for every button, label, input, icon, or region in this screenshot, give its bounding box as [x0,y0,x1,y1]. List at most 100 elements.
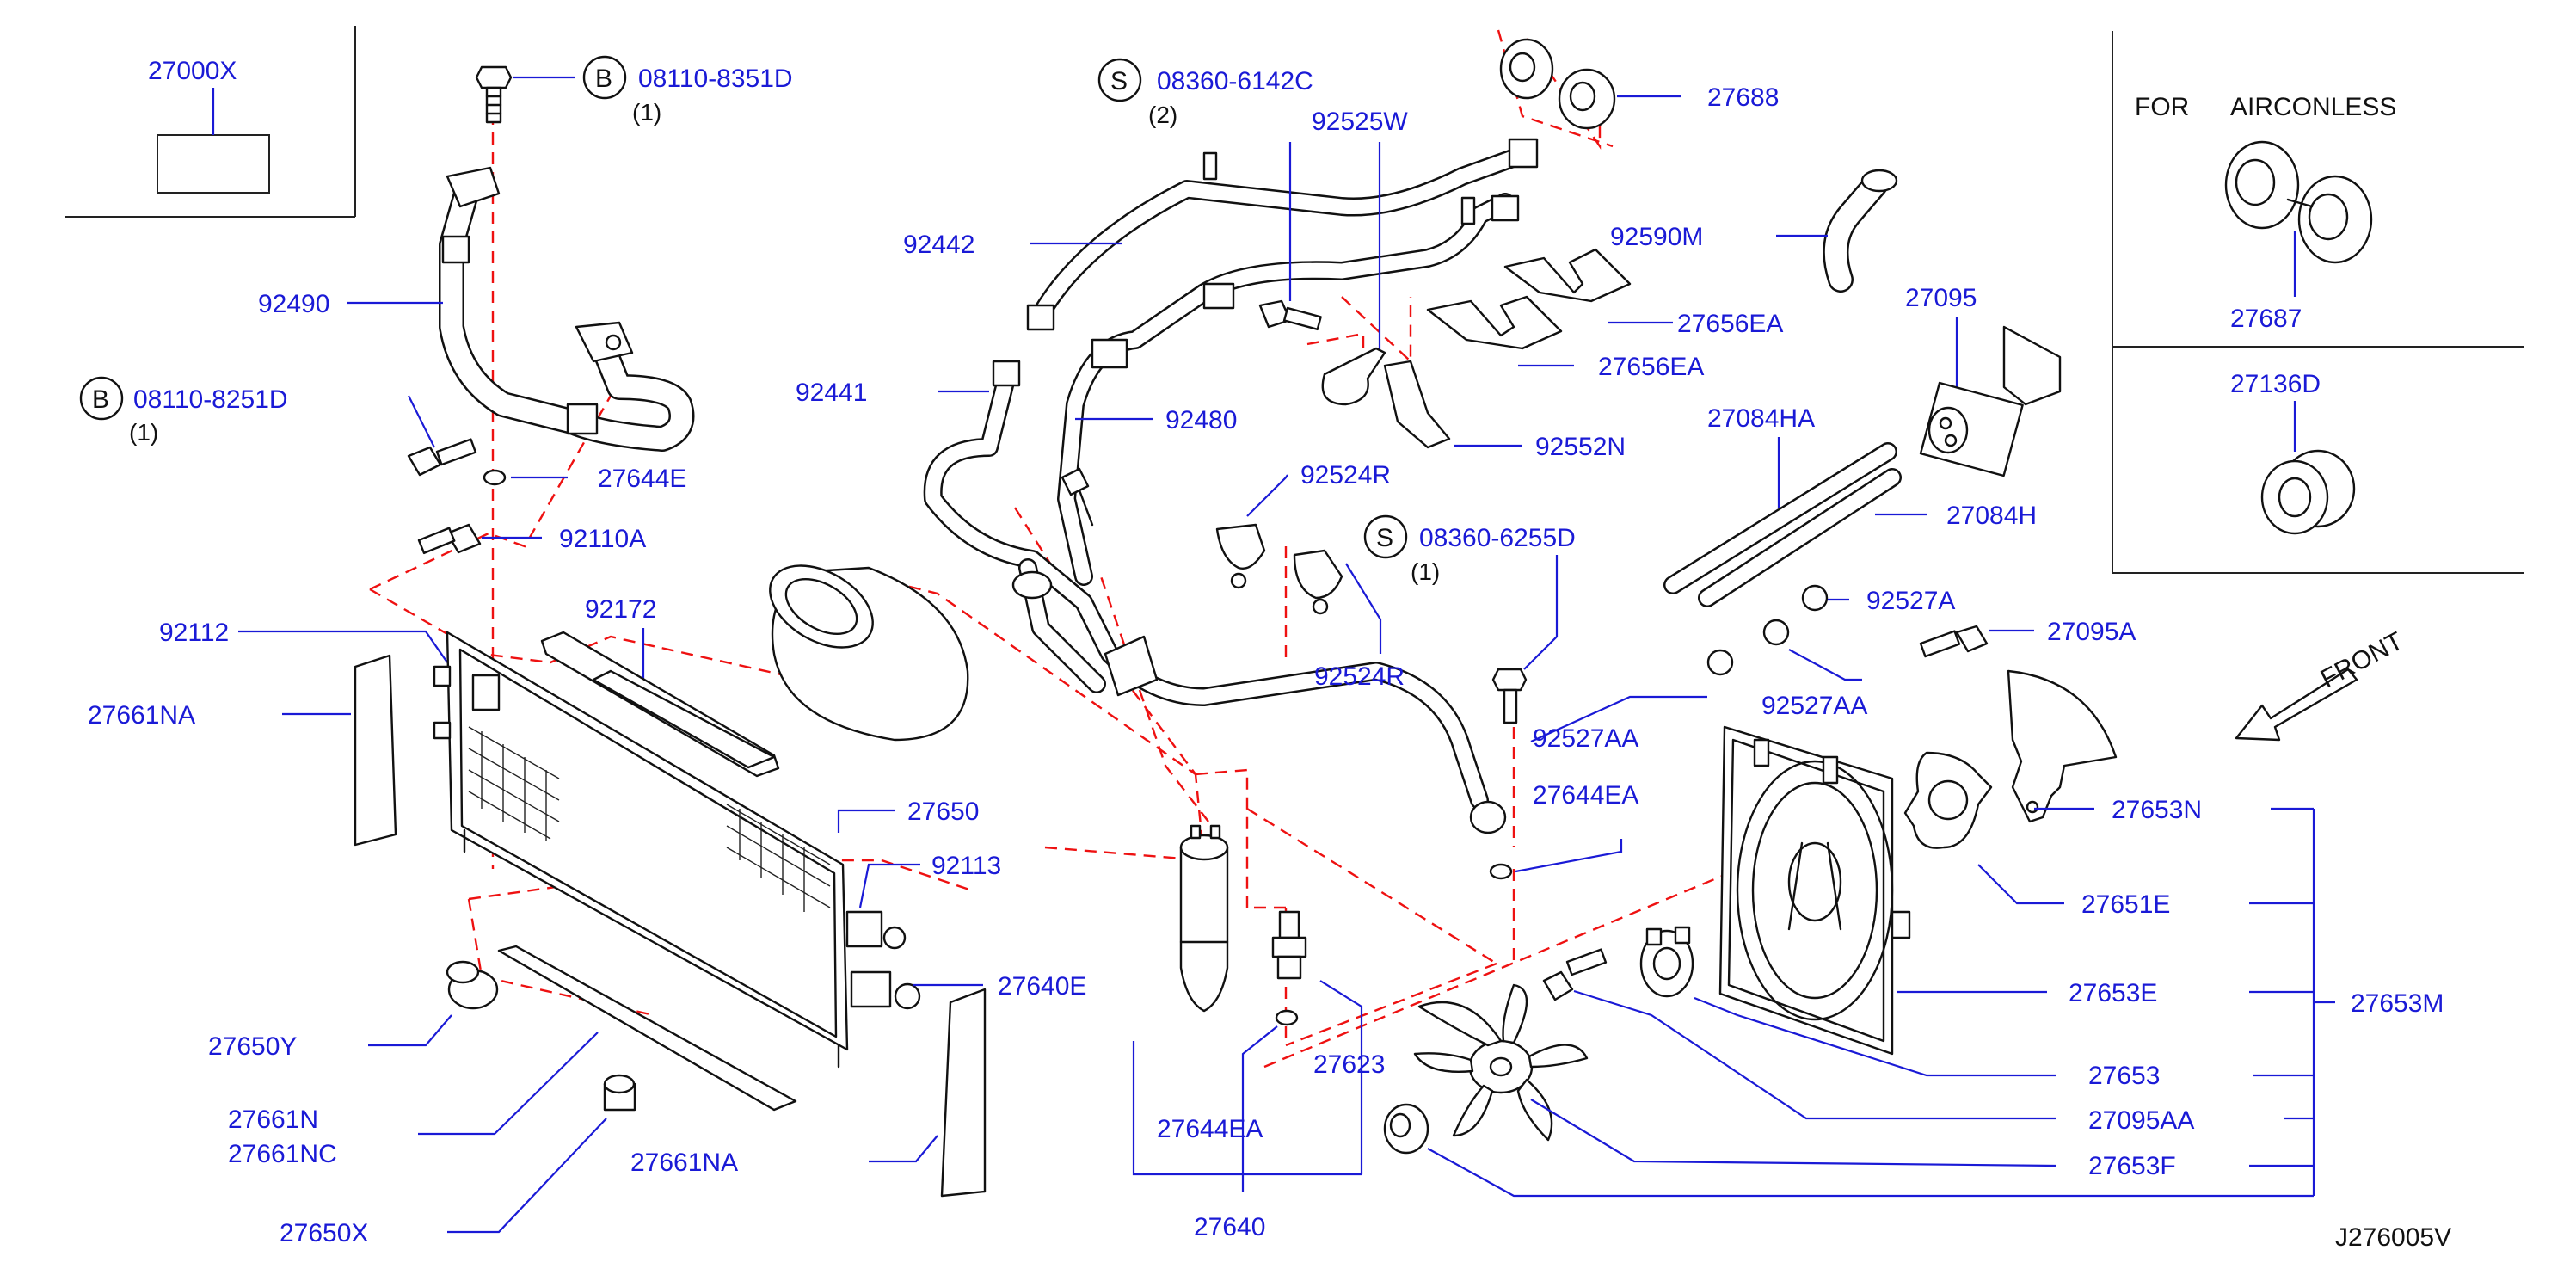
front-label: FRONT [2316,627,2408,694]
airconless-inset: FOR AIRCONLESS 27687 27136D [2112,31,2524,574]
label-92552N: 92552N [1535,433,1626,461]
label-08110-8351D: 08110-8351D [638,65,793,93]
pipe-lower-drawing [1011,467,1159,697]
label-08110-8251D: 08110-8251D [133,385,288,414]
pipe-92480-drawing [1057,193,1520,586]
qty-08360-6255D: (1) [1411,558,1440,585]
label-92524R-top: 92524R [1300,461,1391,490]
mount-27650Y-drawing [446,960,499,1010]
circle-b-icon-2 [79,376,124,421]
label-92112: 92112 [159,619,229,647]
tube-27084-drawing [1663,442,1902,607]
label-92172: 92172 [585,595,656,624]
grommet-27688-drawing [1499,38,1616,130]
qty-08110-8351D: (1) [632,99,661,126]
qty-08110-8251D: (1) [129,419,158,446]
label-27687: 27687 [2230,305,2302,333]
label-27651E: 27651E [2081,890,2170,919]
label-27095AA: 27095AA [2088,1106,2194,1135]
label-92480: 92480 [1165,406,1237,434]
label-92442: 92442 [903,231,974,259]
hose-92590M-drawing [1823,169,1898,293]
fan-27653F-drawing [1413,983,1589,1142]
label-27653N: 27653N [2112,796,2202,824]
label-27084HA: 27084HA [1707,404,1815,433]
o-ring-27644EA-right-drawing [1489,863,1513,880]
label-27650: 27650 [907,798,979,826]
label-92490: 92490 [258,290,329,318]
label-27653F: 27653F [2088,1152,2176,1180]
valve-27095-drawing [1919,325,2062,477]
label-92590M: 92590M [1610,223,1703,251]
fitting-92113-drawing [845,910,921,1010]
seal-27661NA-left-drawing [354,654,397,847]
seal-92172-drawing [540,631,780,778]
label-92113: 92113 [931,852,1001,880]
circle-s-letter-2: S [1376,524,1393,552]
motor-27653-drawing [1639,926,1694,998]
pipe-92442-drawing [1026,138,1539,331]
label-27640E: 27640E [998,972,1086,1001]
label-92524R-bottom: 92524R [1314,662,1405,691]
label-27661NC: 27661NC [228,1140,337,1168]
label-27653M: 27653M [2351,989,2444,1018]
o-ring-27644EA-bottom-drawing [1275,1009,1299,1026]
label-08360-6255D: 08360-6255D [1419,524,1576,552]
bolt-08110-8251D-drawing [407,438,477,477]
label-27623: 27623 [1313,1050,1385,1079]
note-for: FOR [2135,93,2189,121]
sensor-27623-drawing [1271,910,1307,980]
label-92525W: 92525W [1312,108,1408,136]
clip-92527-drawing [1706,584,1829,676]
bracket-92552N-drawing [1383,360,1451,449]
label-panel: 27000X [65,26,356,218]
grommet-27136D-drawing [2260,449,2356,535]
clamp-92524R-drawing [1215,523,1343,615]
label-27661NA-bottom: 27661NA [630,1149,738,1177]
label-27644EA-right: 27644EA [1533,781,1638,810]
bolt-08360-6142C-drawing [1258,299,1322,331]
label-92441: 92441 [796,379,867,407]
label-92527AA-left: 92527AA [1533,724,1638,753]
condenser-27650-drawing [433,631,849,1069]
circle-s-letter: S [1110,67,1128,95]
label-27656EA-top: 27656EA [1677,310,1783,338]
label-27640: 27640 [1194,1213,1265,1241]
label-27644EA-bottom: 27644EA [1157,1115,1263,1143]
fan-shroud-27653E-drawing [1718,725,1911,1056]
label-92527AA-right: 92527AA [1761,692,1867,720]
label-27650X: 27650X [280,1219,368,1247]
bolt-27095A-drawing [1919,625,1989,658]
receiver-drier-drawing [769,564,969,742]
label-27661N: 27661N [228,1105,318,1134]
clamp-92525W-drawing [1321,347,1386,406]
drier-27623-drawing [1179,824,1229,1013]
mount-27650X-drawing [603,1074,636,1112]
bolt-08360-6255D-drawing [1491,668,1528,724]
label-27661NA-left: 27661NA [88,701,195,730]
gasket-27651E-drawing [1903,751,1993,849]
diagram-code: J276005V [2335,1223,2451,1252]
circle-b-letter-2: B [92,385,109,414]
label-27688: 27688 [1707,83,1779,112]
circle-b-icon [582,55,627,100]
label-27095: 27095 [1905,284,1977,312]
nut-fan-drawing [1383,1103,1429,1155]
bracket-27653N-drawing [2007,669,2118,823]
bracket-27653M-leads [2249,807,2335,1196]
label-08360-6142C: 08360-6142C [1157,67,1313,95]
qty-08360-6142C: (2) [1148,102,1177,128]
front-arrow-icon [2235,668,2358,742]
label-27084H: 27084H [1946,502,2037,530]
o-ring-27644E-drawing [483,469,507,486]
label-27095A: 27095A [2047,618,2136,646]
label-27656EA-bottom: 27656EA [1598,353,1704,381]
hose-92490-drawing [439,166,695,452]
label-92527A: 92527A [1866,587,1955,615]
circle-s-icon-2 [1363,514,1408,559]
label-27650Y: 27650Y [208,1032,297,1061]
seal-27661N-drawing [497,945,797,1112]
label-27000X: 27000X [148,57,237,85]
